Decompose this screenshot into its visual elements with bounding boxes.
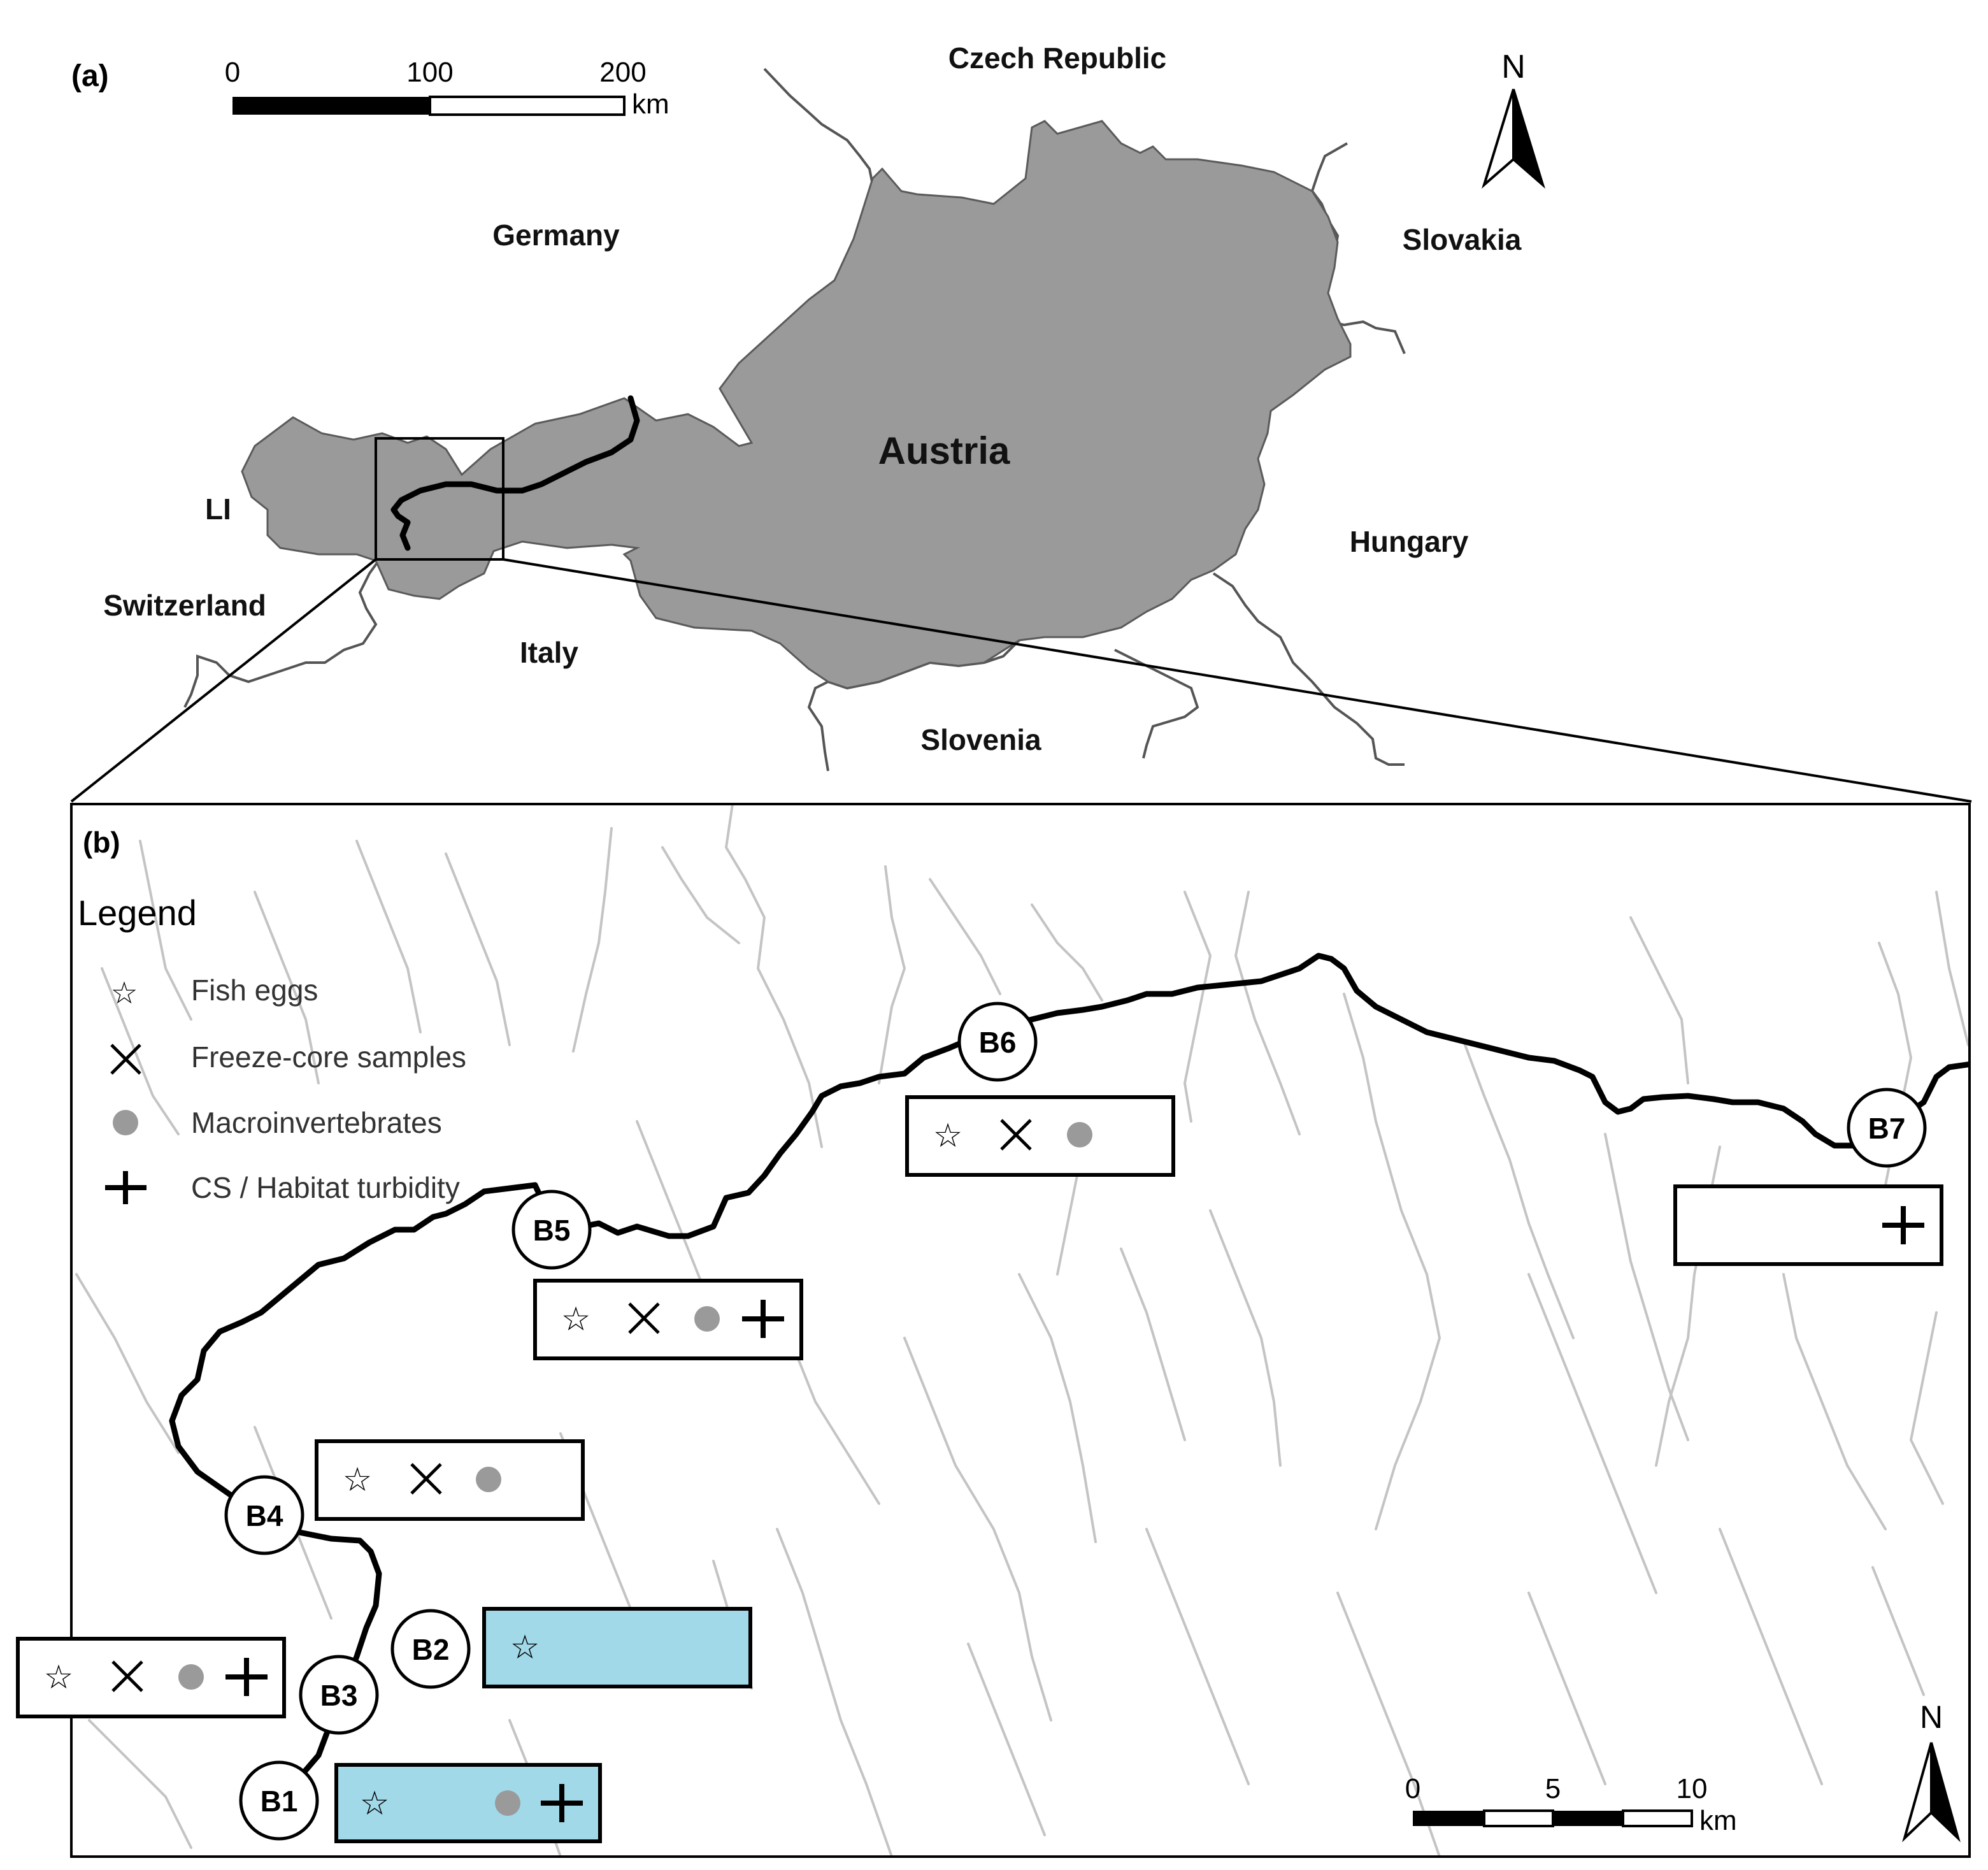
country-label-germany: Germany — [492, 219, 620, 252]
legend-item-fish-eggs: ☆ Fish eggs — [110, 974, 318, 1011]
country-label-czech-republic: Czech Republic — [948, 41, 1167, 75]
site-label-b3: B3 — [320, 1679, 358, 1712]
country-label-slovenia: Slovenia — [920, 723, 1041, 756]
austria-shape — [241, 120, 1352, 689]
grey-dot-icon — [694, 1306, 720, 1332]
panel-b-frame — [70, 803, 1971, 1858]
site-box-b2: ☆ — [482, 1607, 752, 1688]
north-arrow-icon: N — [1482, 48, 1545, 189]
star-icon: ☆ — [360, 1785, 390, 1823]
grey-dot-icon — [476, 1467, 501, 1492]
main-river — [169, 953, 1970, 1805]
grey-dot-icon — [495, 1790, 520, 1816]
cross-x-icon — [1000, 1119, 1032, 1151]
scale-b-unit: km — [1699, 1805, 1737, 1836]
panel-a-scale-bar: 0 100 200 km — [225, 57, 669, 120]
scale-tick-0: 0 — [225, 57, 240, 88]
inset-connector-left — [70, 558, 377, 803]
legend: Legend ☆ Fish eggs Freeze-core samples M… — [78, 893, 466, 1204]
country-label-slovakia: Slovakia — [1403, 223, 1522, 256]
scale-b-tick-10: 10 — [1677, 1773, 1708, 1804]
site-label-b4: B4 — [246, 1499, 283, 1532]
star-icon: ☆ — [561, 1300, 591, 1339]
grey-dot-icon — [178, 1664, 204, 1690]
inset-box — [375, 437, 504, 561]
country-label-italy: Italy — [520, 636, 578, 669]
scale-b-tick-5: 5 — [1545, 1773, 1561, 1804]
plus-icon — [742, 1300, 784, 1338]
cross-x-icon — [111, 1660, 143, 1692]
legend-item-freeze-core: Freeze-core samples — [110, 1040, 466, 1075]
site-label-b2: B2 — [412, 1633, 450, 1666]
scale-tick-200: 200 — [599, 57, 646, 88]
site-marker-b2: B2 — [390, 1609, 471, 1689]
site-box-b7 — [1673, 1184, 1943, 1266]
country-label-li: LI — [205, 493, 231, 526]
site-box-b3: ☆ — [16, 1637, 286, 1718]
scale-bar-white-segment — [429, 96, 626, 116]
site-marker-b4: B4 — [224, 1475, 304, 1555]
panel-b: (b) Legend ☆ Fish eggs Freeze-core sampl… — [16, 803, 1971, 1858]
site-markers: B6 B7 B5 B4 B2 B3 — [224, 1002, 1927, 1841]
panel-a-river — [390, 395, 640, 551]
north-arrow-b-icon: N — [1902, 1699, 1961, 1843]
scale-b-tick-0: 0 — [1405, 1773, 1420, 1804]
site-box-b5: ☆ — [533, 1279, 803, 1360]
country-label-switzerland: Switzerland — [103, 589, 266, 622]
cross-x-icon — [410, 1463, 442, 1495]
scale-tick-100: 100 — [406, 57, 453, 88]
site-label-b5: B5 — [533, 1214, 571, 1247]
plus-icon — [105, 1171, 147, 1204]
scale-unit: km — [632, 89, 669, 120]
grey-dot-icon — [113, 1110, 138, 1135]
inset-connector-right — [503, 558, 1972, 803]
grey-dot-icon — [1067, 1122, 1092, 1147]
site-box-b1: ☆ — [334, 1763, 602, 1843]
panel-b-scale-bar: 0 5 10 km — [1405, 1773, 1737, 1836]
legend-label-macroinvertebrates: Macroinvertebrates — [191, 1106, 442, 1139]
panel-a-label: (a) — [71, 59, 109, 93]
country-label-hungary: Hungary — [1350, 525, 1469, 558]
legend-title: Legend — [78, 893, 197, 933]
star-icon: ☆ — [44, 1658, 74, 1697]
star-icon: ☆ — [110, 975, 138, 1011]
panel-a: (a) 0 100 200 km N — [70, 41, 1972, 803]
star-icon: ☆ — [510, 1629, 540, 1667]
legend-item-macroinvertebrates: Macroinvertebrates — [113, 1106, 442, 1139]
site-marker-b1: B1 — [239, 1760, 319, 1841]
site-marker-b5: B5 — [511, 1190, 592, 1270]
scale-bar-black-segment — [232, 97, 430, 115]
legend-label-freeze-core: Freeze-core samples — [191, 1040, 466, 1074]
panel-b-label: (b) — [83, 826, 120, 859]
plus-icon — [225, 1658, 268, 1696]
site-box-b6: ☆ — [905, 1095, 1175, 1177]
site-label-b7: B7 — [1868, 1112, 1906, 1145]
country-label-austria: Austria — [878, 429, 1010, 472]
site-marker-b3: B3 — [299, 1655, 379, 1735]
north-label: N — [1501, 48, 1526, 85]
legend-label-fish-eggs: Fish eggs — [191, 974, 318, 1007]
site-label-b6: B6 — [979, 1026, 1017, 1059]
legend-label-cs-habitat: CS / Habitat turbidity — [191, 1171, 460, 1204]
star-icon: ☆ — [933, 1117, 963, 1155]
cross-x-icon — [628, 1302, 660, 1334]
legend-item-cs-habitat: CS / Habitat turbidity — [105, 1171, 460, 1204]
site-label-b1: B1 — [261, 1785, 298, 1818]
site-marker-b6: B6 — [957, 1002, 1038, 1082]
site-marker-b7: B7 — [1847, 1088, 1927, 1168]
plus-icon — [1882, 1206, 1924, 1244]
star-icon: ☆ — [343, 1461, 373, 1499]
north-label-b: N — [1920, 1699, 1943, 1735]
plus-icon — [541, 1784, 583, 1822]
cross-x-icon — [110, 1044, 141, 1075]
site-box-b4: ☆ — [315, 1439, 585, 1521]
